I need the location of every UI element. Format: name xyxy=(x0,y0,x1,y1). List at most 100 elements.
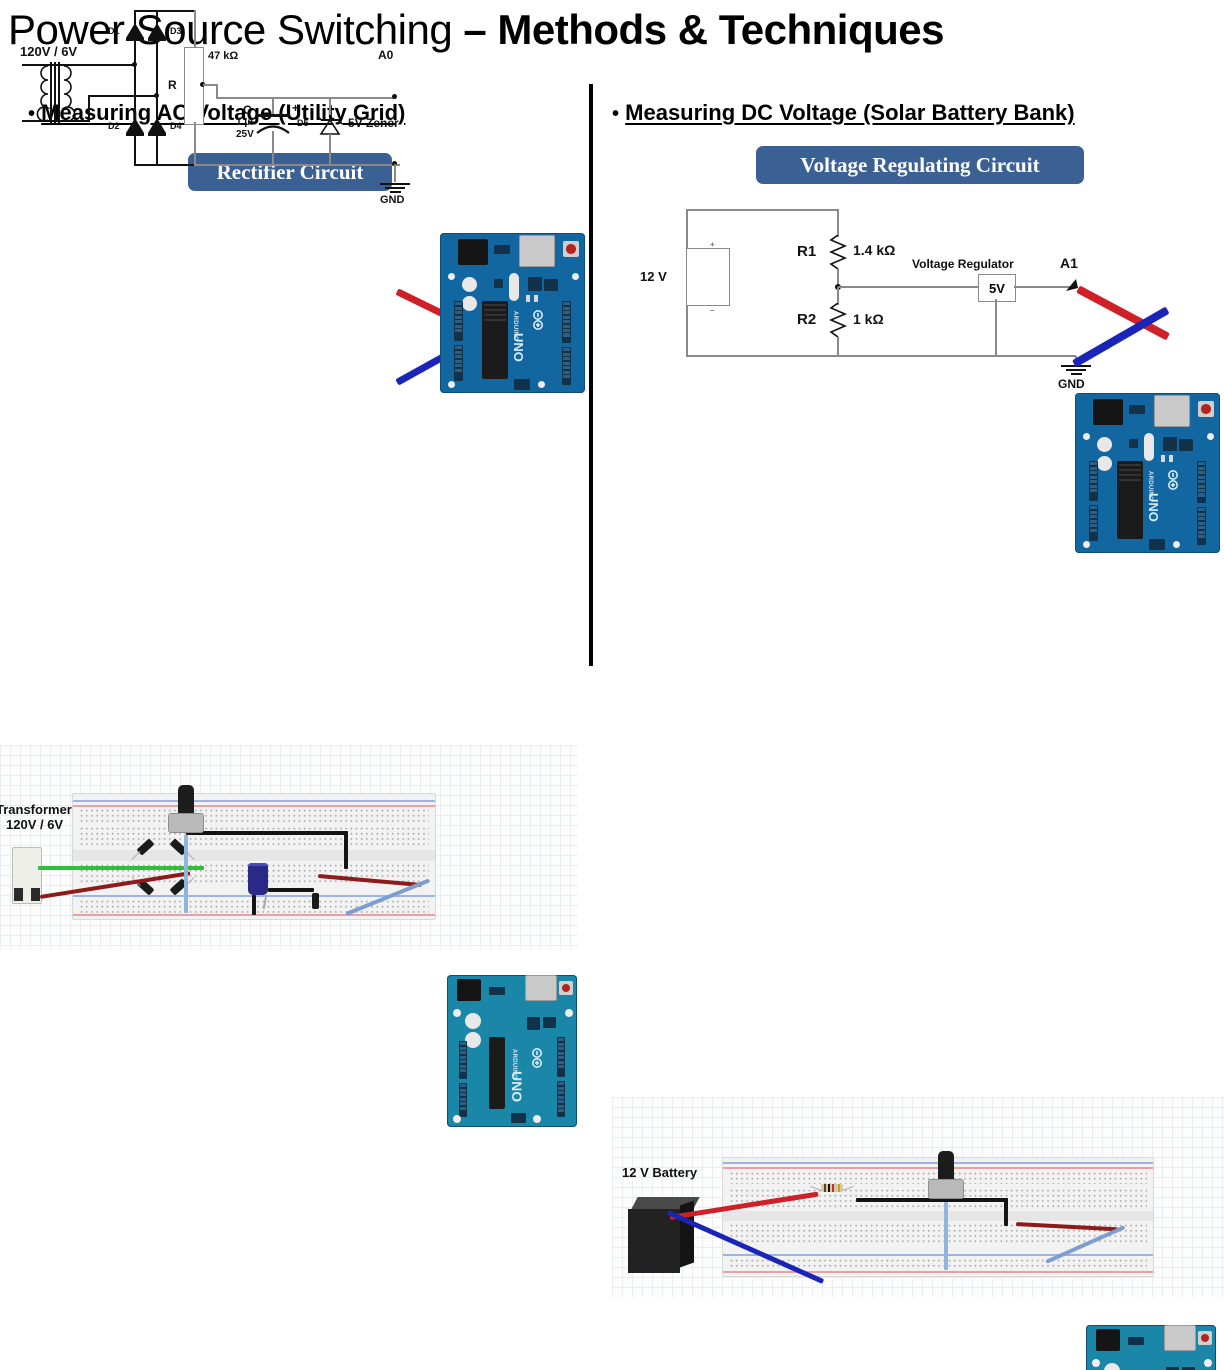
crystal-icon xyxy=(494,279,503,288)
zener-ref-label: D5 xyxy=(297,118,309,128)
usb-port-icon-br xyxy=(1164,1325,1196,1351)
regulator-breadboard-photo: 12 V Battery xyxy=(612,1097,1224,1297)
regulator-title-label: Voltage Regulator xyxy=(912,257,1014,271)
zener-top-lead xyxy=(329,97,331,115)
electrolytic-cap-2-icon-right xyxy=(1097,456,1112,471)
icsp2-header xyxy=(514,379,530,390)
r2-ref-label: R2 xyxy=(797,311,817,328)
left-heading-text: Measuring AC Voltage (Utility Grid) xyxy=(41,100,406,125)
power-jack-icon-right xyxy=(1093,399,1123,425)
green-jumper-wire xyxy=(38,866,204,870)
ground-rail xyxy=(194,164,400,166)
atmega-mcu-icon xyxy=(482,301,508,379)
transformer-core-line-1 xyxy=(50,62,52,124)
mounting-hole-4 xyxy=(538,381,545,388)
ground-label: GND xyxy=(380,194,405,206)
mounting-hole-4-bl xyxy=(533,1115,541,1123)
brand-text-bl: ARDUINO xyxy=(511,1049,517,1080)
digital-header-high-bl xyxy=(557,1081,565,1117)
mounting-hole-1-bl xyxy=(453,1009,461,1017)
reset-button-br[interactable] xyxy=(1198,1331,1212,1345)
page-title: Power Source Switching – Methods & Techn… xyxy=(8,2,1208,60)
r1-ref-label: R1 xyxy=(797,243,817,260)
reset-button-bl[interactable] xyxy=(559,981,573,995)
transformer-secondary-bottom-run xyxy=(88,95,158,97)
blue-jumper-pot-right xyxy=(944,1202,948,1270)
power-led-icon-right xyxy=(1169,455,1173,462)
bridge-left-rail xyxy=(134,10,136,166)
power-led-icon xyxy=(534,295,538,302)
r1-symbol xyxy=(828,235,848,270)
potentiometer-photo[interactable] xyxy=(168,785,204,833)
electrolytic-capacitor-photo xyxy=(248,863,268,895)
atmega-mcu-icon-right xyxy=(1117,461,1143,539)
analog-pin-a1-label: A1 xyxy=(1060,255,1078,271)
zener-value-label: 5V Zener xyxy=(348,116,399,130)
transformer-secondary-top-lead xyxy=(66,64,136,66)
r2-value-label: 1 kΩ xyxy=(853,311,884,327)
diode-d4 xyxy=(148,118,166,138)
dc-source-label: 12 V xyxy=(640,269,667,284)
icsp-header-right xyxy=(1179,439,1193,451)
usb-controller-chip-icon xyxy=(528,277,542,291)
bridge-node-right xyxy=(154,93,159,98)
diode-d3 xyxy=(148,23,166,43)
power-pin-header-right xyxy=(1089,461,1098,501)
tantalum-cap-icon xyxy=(509,273,519,301)
potentiometer-top-lead xyxy=(194,10,196,48)
tx-rx-led-icon xyxy=(526,295,530,302)
regulator-ground-lead xyxy=(995,299,997,356)
atmega-mcu-icon-bl xyxy=(489,1037,505,1109)
reset-button-right[interactable] xyxy=(1198,401,1214,417)
mounting-hole-3-bl xyxy=(565,1009,573,1017)
digital-pin-header-high-right xyxy=(1197,507,1206,545)
transformer-core-line-2 xyxy=(54,62,56,124)
right-heading-bullet: • xyxy=(612,103,620,125)
capacitor-bottom-lead xyxy=(272,131,274,166)
diode-d1 xyxy=(126,23,144,43)
cap-icon-1-br xyxy=(1104,1363,1120,1370)
transformer-module-photo xyxy=(12,847,42,904)
mounting-hole-2-right xyxy=(1083,541,1090,548)
arduino-uno-board-left-photo: UNO ARDUINO xyxy=(447,975,577,1127)
blue-jumper-pot xyxy=(184,835,188,913)
cap-icon-2-bl xyxy=(465,1032,481,1048)
tantalum-cap-icon-right xyxy=(1144,433,1154,461)
electrolytic-cap-1-icon xyxy=(462,277,477,292)
r1-value-label: 1.4 kΩ xyxy=(853,242,896,258)
right-column-heading: • Measuring DC Voltage (Solar Battery Ba… xyxy=(612,100,1075,126)
capacitor-polarity-label: + xyxy=(292,101,300,115)
arduino-uno-board-right-photo: UNO ARDUINO xyxy=(1086,1325,1216,1370)
digital-pin-header-low xyxy=(562,301,571,343)
bb-right-center-channel xyxy=(723,1211,1153,1221)
regulator-chip-icon-bl xyxy=(489,987,505,995)
analog-pin-header xyxy=(454,345,463,381)
diode-d2 xyxy=(126,118,144,138)
r1-bottom-lead xyxy=(837,269,839,287)
reset-button[interactable] xyxy=(563,241,579,257)
divider-to-regulator-rail xyxy=(838,286,980,288)
bridge-right-rail xyxy=(156,10,158,166)
mounting-hole-3-right xyxy=(1207,433,1214,440)
electrolytic-cap-2-icon xyxy=(462,296,477,311)
transformer-secondary-coil xyxy=(61,65,76,122)
transformer-secondary-bottom-riser xyxy=(88,95,90,122)
supply-bottom-rail xyxy=(686,355,1076,357)
icsp-header xyxy=(544,279,558,291)
model-text-left: UNO xyxy=(511,333,526,362)
bb-left-holes-top-power xyxy=(79,808,429,822)
ground-label-right: GND xyxy=(1058,377,1085,391)
power-jack-icon-br xyxy=(1096,1329,1120,1351)
potentiometer-ref-label: R xyxy=(168,78,177,92)
icsp2-header-right xyxy=(1149,539,1165,550)
voltage-regulating-circuit-badge-label: Voltage Regulating Circuit xyxy=(800,152,1040,177)
dc-source-plus: + xyxy=(710,240,715,249)
usb-controller-chip-icon-right xyxy=(1163,437,1177,451)
cap-icon-1-bl xyxy=(465,1013,481,1029)
potentiometer-value-label: 47 kΩ xyxy=(208,50,239,62)
icsp-header-br xyxy=(1182,1367,1195,1370)
bb-right-rail-blue-bottom xyxy=(723,1254,1153,1256)
left-heading-bullet: • xyxy=(28,103,36,125)
capacitor-rating-label: 25V xyxy=(236,129,254,140)
potentiometer-photo-right[interactable] xyxy=(928,1151,964,1199)
